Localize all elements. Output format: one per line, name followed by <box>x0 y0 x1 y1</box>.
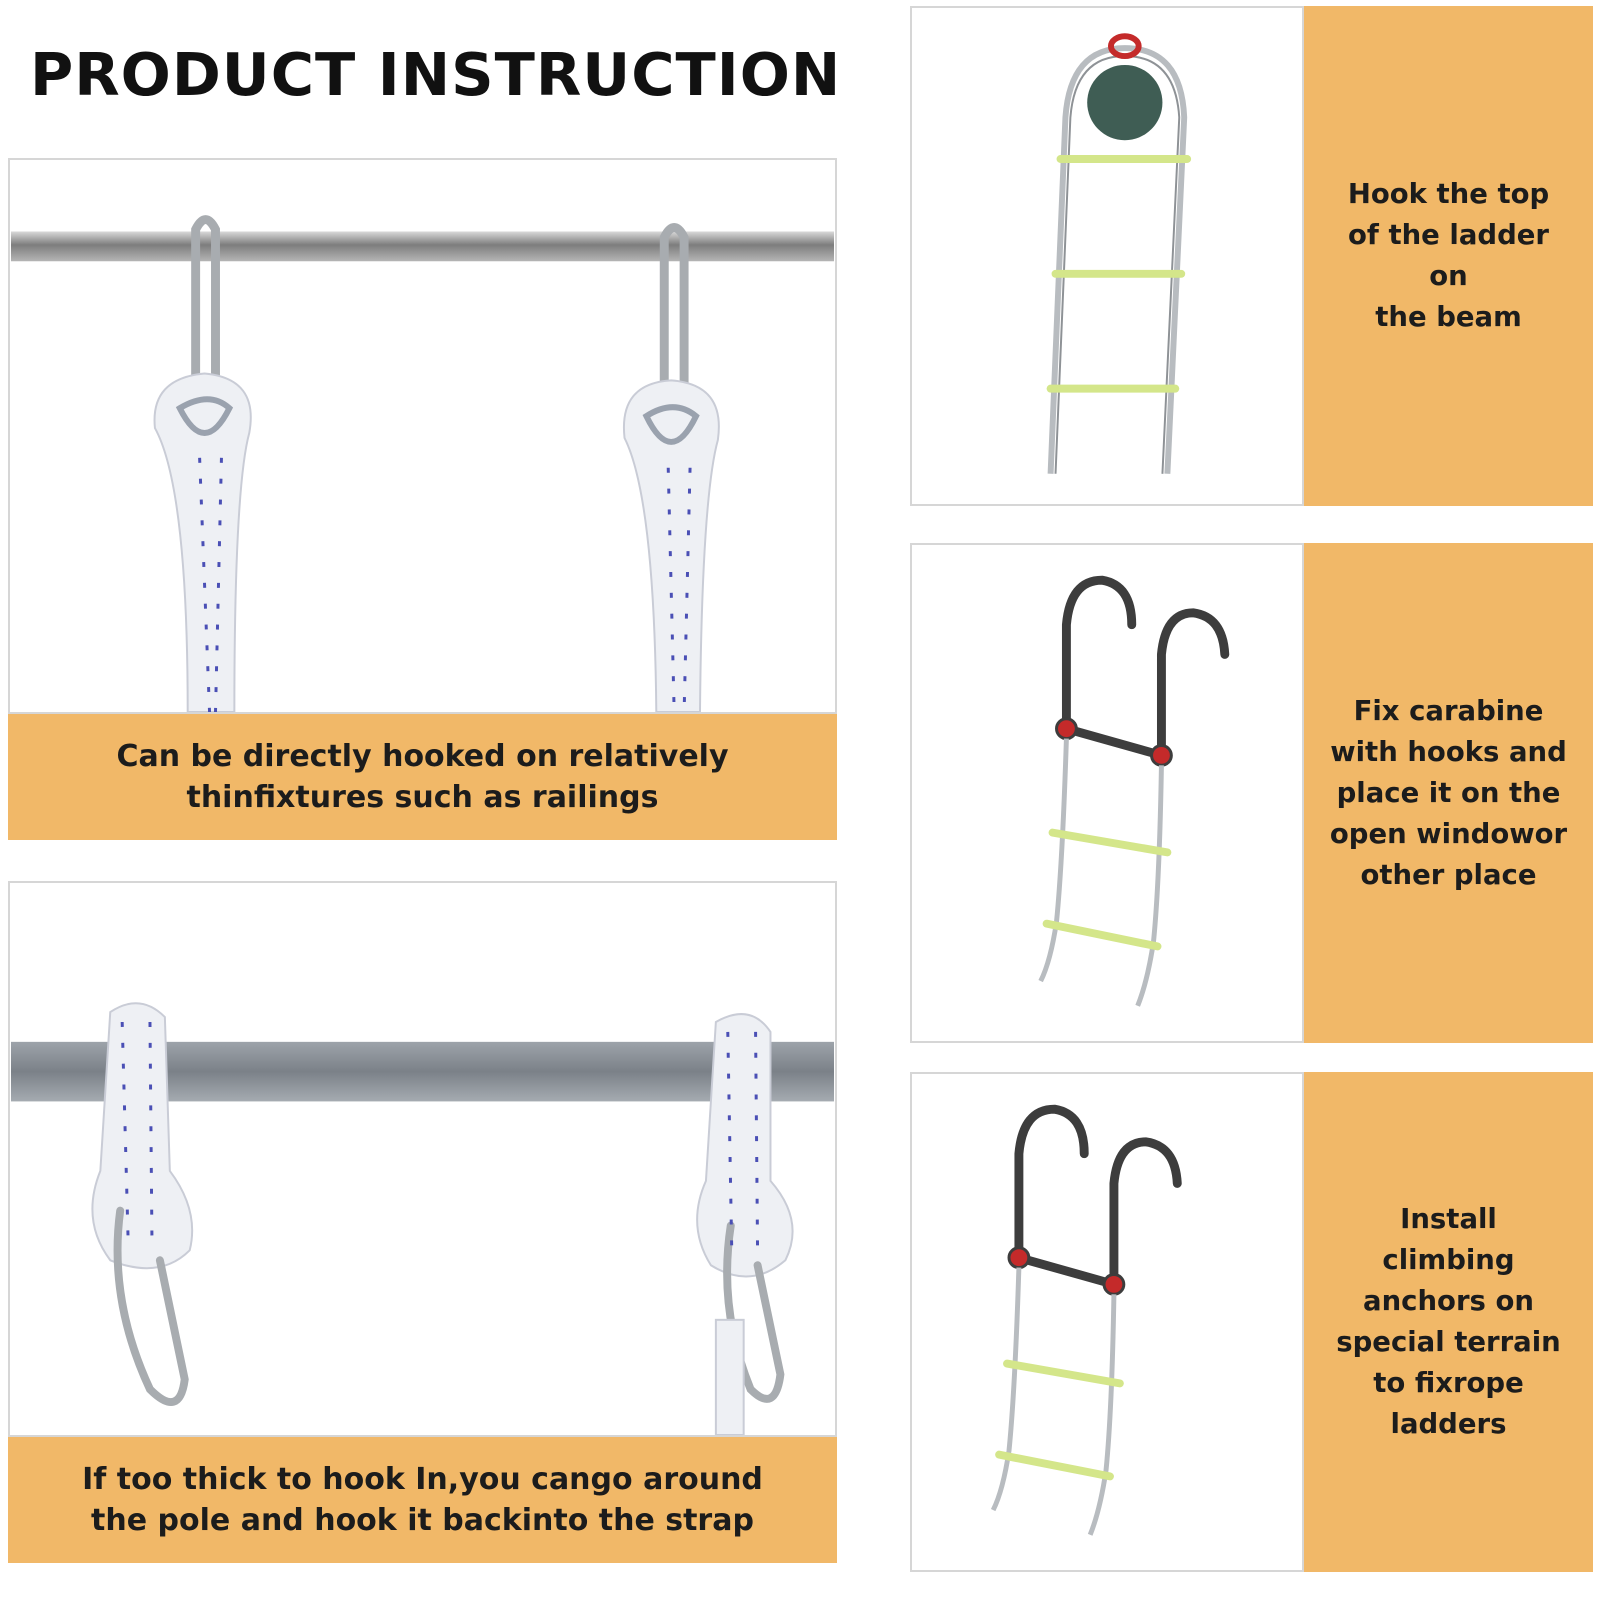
caption-line: Hook the top <box>1347 178 1550 210</box>
terrain-ladder-image <box>910 1072 1304 1572</box>
beam-ladder-image <box>910 6 1304 506</box>
caption-line: on <box>1429 260 1468 292</box>
caption-line: open windowor <box>1329 817 1568 850</box>
caption-line: of the ladder <box>1348 219 1549 251</box>
caption-line: If too thick to hook In,you cango around <box>82 1462 763 1497</box>
thick-pole-caption: If too thick to hook In,you cango around… <box>8 1437 837 1563</box>
caption-line: the pole and hook it backinto the strap <box>91 1503 754 1538</box>
caption-line: anchors on <box>1363 1285 1534 1317</box>
pole-wrap-illustration <box>10 1002 835 1435</box>
window-hook-ladder-illustration <box>1038 575 1230 1007</box>
caption-line: the beam <box>1375 301 1522 333</box>
window-ladder-image <box>910 543 1304 1043</box>
beam-caption: Hook the top of the ladder on the beam <box>1304 6 1593 506</box>
caption-line: Install <box>1400 1203 1497 1235</box>
page-title: PRODUCT INSTRUCTION <box>30 40 842 109</box>
railing-caption: Can be directly hooked on relatively thi… <box>8 714 837 840</box>
caption-line: place it on the <box>1336 776 1561 809</box>
thick-pole-photo <box>8 881 837 1437</box>
caption-line: to fixrope <box>1373 1367 1524 1399</box>
caption-line: Can be directly hooked on relatively <box>116 739 729 774</box>
caption-line: Fix carabine <box>1353 694 1544 727</box>
railing-photo <box>8 158 837 714</box>
caption-line: thinfixtures such as railings <box>186 780 659 815</box>
caption-line: climbing <box>1382 1244 1515 1276</box>
beam-ladder-illustration <box>1046 33 1192 474</box>
terrain-anchor-ladder-illustration <box>990 1104 1182 1536</box>
caption-line: special terrain <box>1336 1326 1561 1358</box>
terrain-caption: Install climbing anchors on special terr… <box>1304 1072 1593 1572</box>
window-caption: Fix carabine with hooks and place it on … <box>1304 543 1593 1043</box>
railing-hook-illustration <box>10 215 835 712</box>
caption-line: ladders <box>1390 1408 1507 1440</box>
caption-line: with hooks and <box>1330 735 1567 768</box>
caption-line: other place <box>1360 858 1537 891</box>
